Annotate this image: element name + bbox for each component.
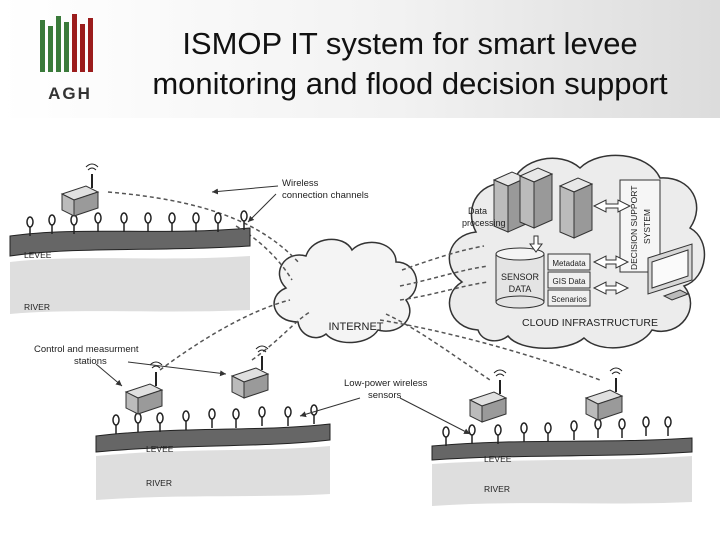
scenarios-label: Scenarios <box>551 295 587 304</box>
control-label-1: Control and measurment <box>34 344 139 355</box>
agh-logo: AGH <box>38 12 98 104</box>
gis-data-label: GIS Data <box>553 277 586 286</box>
levee-label-bottom-left: LEVEE <box>146 444 174 454</box>
data-processing-label-2: processing <box>462 218 506 228</box>
levee-label-top-left: LEVEE <box>24 250 52 260</box>
metadata-label: Metadata <box>552 259 586 268</box>
station-bottom-right-2 <box>585 367 623 421</box>
station-top-left <box>61 163 99 217</box>
page-title: ISMOP IT system for smart levee monitori… <box>110 24 710 104</box>
internet-cloud-shape <box>273 238 418 344</box>
sensor-data-label-1: SENSOR <box>501 272 540 282</box>
river-label-bottom-left: RIVER <box>146 478 172 488</box>
cloud-infrastructure-label: CLOUD INFRASTRUCTURE <box>522 317 658 329</box>
wireless-label-2: connection channels <box>282 190 369 201</box>
internet-label: INTERNET <box>329 321 384 333</box>
logo-text: AGH <box>48 84 92 103</box>
monitor-icon <box>647 243 693 301</box>
levee-label-bottom-right: LEVEE <box>484 454 512 464</box>
river-bottom-right <box>432 456 692 506</box>
low-power-label-2: sensors <box>368 390 402 401</box>
metadata-stack <box>547 253 591 307</box>
server-3 <box>558 177 594 239</box>
control-label-2: stations <box>74 356 107 367</box>
sensor-data-label-2: DATA <box>509 284 532 294</box>
river-top-left <box>10 256 250 314</box>
station-bottom-left-1 <box>125 361 163 415</box>
station-bottom-left-2 <box>231 345 269 399</box>
sensor-data-database <box>495 247 545 309</box>
agh-logo-emblem <box>40 14 93 72</box>
levee-bottom-right <box>431 437 693 461</box>
slide-header: AGH ISMOP IT system for smart levee moni… <box>0 0 720 118</box>
levee-top-left <box>9 227 251 257</box>
cloud-arrows <box>529 199 632 295</box>
wireless-label-1: Wireless <box>282 178 319 189</box>
low-power-label-1: Low-power wireless <box>344 378 428 389</box>
levee-bottom-left <box>95 423 331 453</box>
river-bottom-left <box>96 446 330 500</box>
connection-lines <box>107 191 601 381</box>
annotation-arrows <box>95 185 471 435</box>
system-diagram: INTERNET Data processing SENSOR DATA Met… <box>9 154 706 506</box>
dss-label-1: DECISION SUPPORT <box>629 186 639 270</box>
river-label-bottom-right: RIVER <box>484 484 510 494</box>
river-label-top-left: RIVER <box>24 302 50 312</box>
dss-label-2: SYSTEM <box>642 209 652 244</box>
title-line-1: ISMOP IT system for smart levee <box>182 26 638 61</box>
title-line-2: monitoring and flood decision support <box>152 66 668 101</box>
server-2 <box>518 167 554 229</box>
data-processing-label-1: Data <box>468 206 487 216</box>
